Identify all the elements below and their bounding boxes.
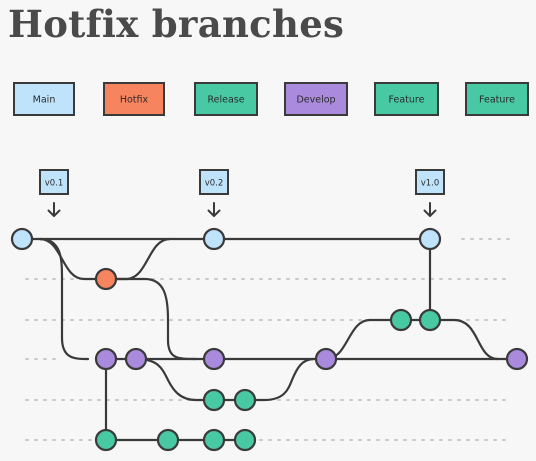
release-branch-line <box>324 318 500 361</box>
tag-label-v0-1: v0.1 <box>45 179 64 189</box>
commit-develop-1 <box>94 347 118 371</box>
commit-release-1 <box>389 308 413 332</box>
commit-develop-3 <box>202 347 226 371</box>
commit-feature-2-b <box>156 428 180 452</box>
tag-label-v1-0: v1.0 <box>421 179 440 189</box>
arrow-down-icon <box>47 202 61 217</box>
page-title: Hotfix branches <box>8 2 345 46</box>
tag-label-v0-2: v0.2 <box>205 179 224 189</box>
legend-label-release: Release <box>207 95 244 106</box>
tag-box-v0-2 <box>199 169 229 195</box>
develop-branch-start-line <box>38 237 90 361</box>
commit-feature-1-a <box>202 388 226 412</box>
arrow-down-icon <box>423 202 437 217</box>
lane-guides <box>25 238 511 441</box>
legend-swatch-release <box>194 82 258 116</box>
legend-label-feature-2: Feature <box>479 95 515 106</box>
legend-item-feature-2: Feature <box>465 82 529 116</box>
tag-box-v1-0 <box>415 169 445 195</box>
commit-develop-2 <box>124 347 148 371</box>
legend-item-develop: Develop <box>284 82 348 116</box>
legend-item-main: Main <box>13 82 75 116</box>
commit-main-v0-2 <box>202 227 226 251</box>
legend-label-hotfix: Hotfix <box>120 95 149 106</box>
commit-develop-4 <box>314 347 338 371</box>
commit-feature-2-a <box>94 428 118 452</box>
tag-box-v0-1 <box>39 169 69 195</box>
commit-develop-5 <box>505 347 529 371</box>
commit-feature-2-d <box>233 428 257 452</box>
commit-main-v1-0 <box>418 227 442 251</box>
commit-main-v0-1 <box>10 227 34 251</box>
feature-1-branch-line <box>134 357 316 402</box>
legend-label-main: Main <box>33 95 56 106</box>
branch-lines <box>20 237 519 442</box>
legend-swatch-feature-1 <box>374 82 439 116</box>
legend: Main Hotfix Release Develop Feature Feat… <box>13 82 529 116</box>
hotfix-merge-develop-line <box>104 277 198 361</box>
arrow-down-icon <box>207 202 221 217</box>
tag-v0-1: v0.1 <box>39 169 69 217</box>
legend-swatch-main <box>13 82 75 116</box>
legend-item-release: Release <box>194 82 258 116</box>
commit-hotfix <box>94 267 118 291</box>
tag-markers: v0.1 v0.2 v1.0 <box>39 169 445 217</box>
legend-swatch-hotfix <box>103 82 165 116</box>
legend-item-hotfix: Hotfix <box>103 82 165 116</box>
tag-v1-0: v1.0 <box>415 169 445 217</box>
tag-v0-2: v0.2 <box>199 169 229 217</box>
commit-feature-1-b <box>233 388 257 412</box>
legend-swatch-feature-2 <box>465 82 529 116</box>
legend-swatch-develop <box>284 82 348 116</box>
commit-release-2 <box>418 308 442 332</box>
commits <box>10 227 529 452</box>
legend-label-develop: Develop <box>296 95 335 106</box>
legend-label-feature-1: Feature <box>389 95 425 106</box>
commit-feature-2-c <box>202 428 226 452</box>
legend-item-feature-1: Feature <box>374 82 439 116</box>
